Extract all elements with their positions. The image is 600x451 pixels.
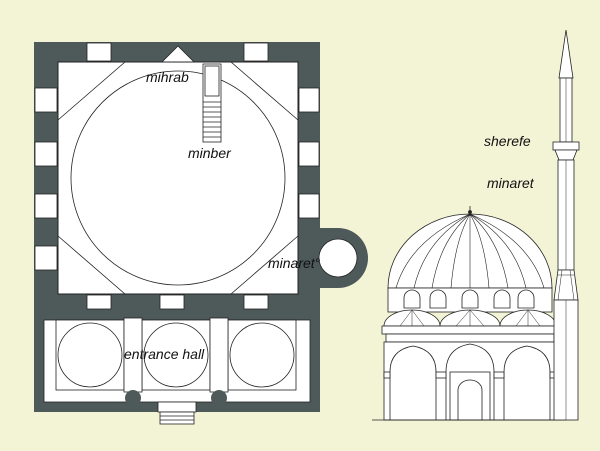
minaret-plan-shaft (318, 238, 358, 278)
dome-ribs (395, 213, 545, 289)
portico-roof-band (381, 325, 559, 335)
minaret-transition (553, 269, 579, 301)
minaret-sherefe-balcony (552, 141, 580, 151)
minaret-elevation (552, 29, 580, 421)
minber-stair (202, 63, 222, 143)
minaret-sherefe-corbel (554, 149, 578, 161)
portico-column-caps (383, 371, 557, 379)
label-minber: minber (188, 145, 231, 161)
prayer-hall-floor (57, 61, 299, 295)
entrance-opening (157, 401, 197, 413)
portico-domes (57, 322, 295, 388)
label-sherefe: sherefe (484, 133, 531, 149)
label-minaret-plan: minaret° (268, 255, 321, 271)
elevation (372, 29, 580, 421)
label-entrance-hall: entrance hall (124, 346, 205, 362)
label-mihrab: mihrab (146, 69, 189, 85)
entrance-steps (159, 411, 195, 425)
portico-frieze (385, 333, 555, 343)
dome-circle (70, 70, 286, 286)
portico-columns (125, 390, 227, 406)
portico-bays (55, 317, 297, 393)
floor-plan (34, 42, 368, 425)
entrance-door (457, 379, 483, 421)
label-minaret-elevation: minaret (487, 175, 534, 191)
dome-octagon (57, 61, 299, 295)
portico-arches (389, 343, 551, 420)
portico-dome-ribs (399, 309, 541, 327)
drum-windows (403, 289, 535, 309)
plan-window-notches (34, 42, 320, 310)
minaret-spire (558, 29, 574, 79)
